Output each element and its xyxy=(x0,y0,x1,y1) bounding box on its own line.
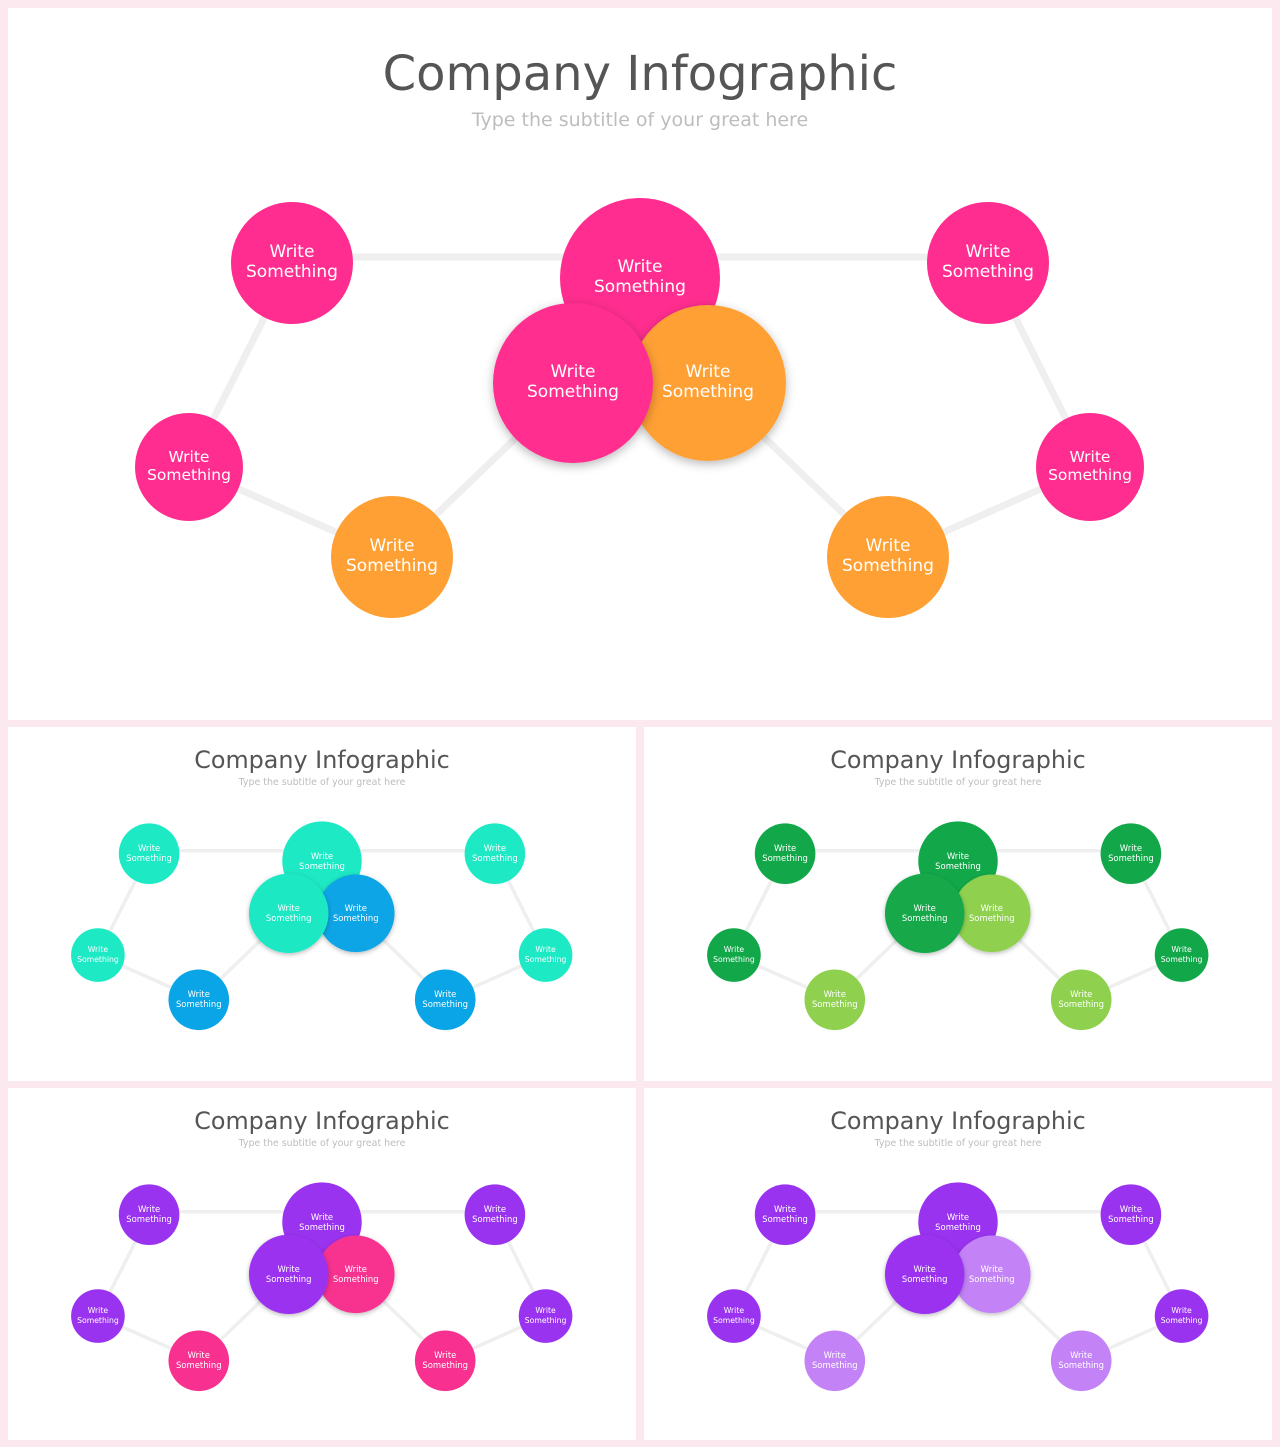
node-circle xyxy=(331,496,453,618)
slide-title: Company Infographic xyxy=(194,745,450,774)
slide-title: Company Infographic xyxy=(382,46,898,102)
node-circle xyxy=(754,1184,816,1245)
diagram-canvas xyxy=(71,821,573,1031)
node-circle xyxy=(168,969,230,1031)
node-circle xyxy=(953,874,1031,953)
diagram-canvas xyxy=(135,198,1144,618)
node-circle xyxy=(518,1289,573,1343)
node-circle xyxy=(707,1289,761,1343)
node-circle xyxy=(248,873,329,954)
node-circle xyxy=(464,823,526,884)
slide-subtitle: Type the subtitle of your great here xyxy=(874,1138,1042,1150)
node-circle xyxy=(1050,1330,1112,1392)
node-circle xyxy=(135,413,243,521)
node-circle xyxy=(707,928,761,982)
node-circle xyxy=(464,1184,526,1245)
slide-subtitle: Type the subtitle of your great here xyxy=(238,777,406,789)
diagram-canvas xyxy=(707,821,1209,1031)
node-circle xyxy=(1100,823,1162,884)
node-circle xyxy=(518,928,573,982)
diagram-canvas xyxy=(71,1182,573,1392)
node-circle xyxy=(884,873,965,954)
node-circle xyxy=(414,969,476,1031)
node-circle xyxy=(168,1330,230,1392)
node-circle xyxy=(884,1234,965,1315)
node-circle xyxy=(317,1235,395,1314)
node-circle xyxy=(248,1234,329,1315)
node-circle xyxy=(493,303,653,463)
slide-subtitle: Type the subtitle of your great here xyxy=(238,1138,406,1150)
node-circle xyxy=(71,1289,125,1343)
slide-title: Company Infographic xyxy=(830,1106,1086,1135)
slide-subtitle: Type the subtitle of your great here xyxy=(874,777,1042,789)
node-circle xyxy=(118,823,180,884)
node-circle xyxy=(804,1330,866,1392)
node-circle xyxy=(953,1235,1031,1314)
node-circle xyxy=(1050,969,1112,1031)
node-circle xyxy=(1154,1289,1209,1343)
node-circle xyxy=(927,202,1049,324)
node-circle xyxy=(630,305,786,461)
slide-title: Company Infographic xyxy=(194,1106,450,1135)
node-circle xyxy=(804,969,866,1031)
slide-title: Company Infographic xyxy=(830,745,1086,774)
node-circle xyxy=(317,874,395,953)
node-circle xyxy=(1100,1184,1162,1245)
node-circle xyxy=(1154,928,1209,982)
node-circle xyxy=(118,1184,180,1245)
slide-subtitle: Type the subtitle of your great here xyxy=(471,109,809,131)
diagram-canvas xyxy=(707,1182,1209,1392)
node-circle xyxy=(414,1330,476,1392)
node-circle xyxy=(1036,413,1144,521)
node-circle xyxy=(71,928,125,982)
node-circle xyxy=(231,202,353,324)
node-circle xyxy=(827,496,949,618)
node-circle xyxy=(754,823,816,884)
